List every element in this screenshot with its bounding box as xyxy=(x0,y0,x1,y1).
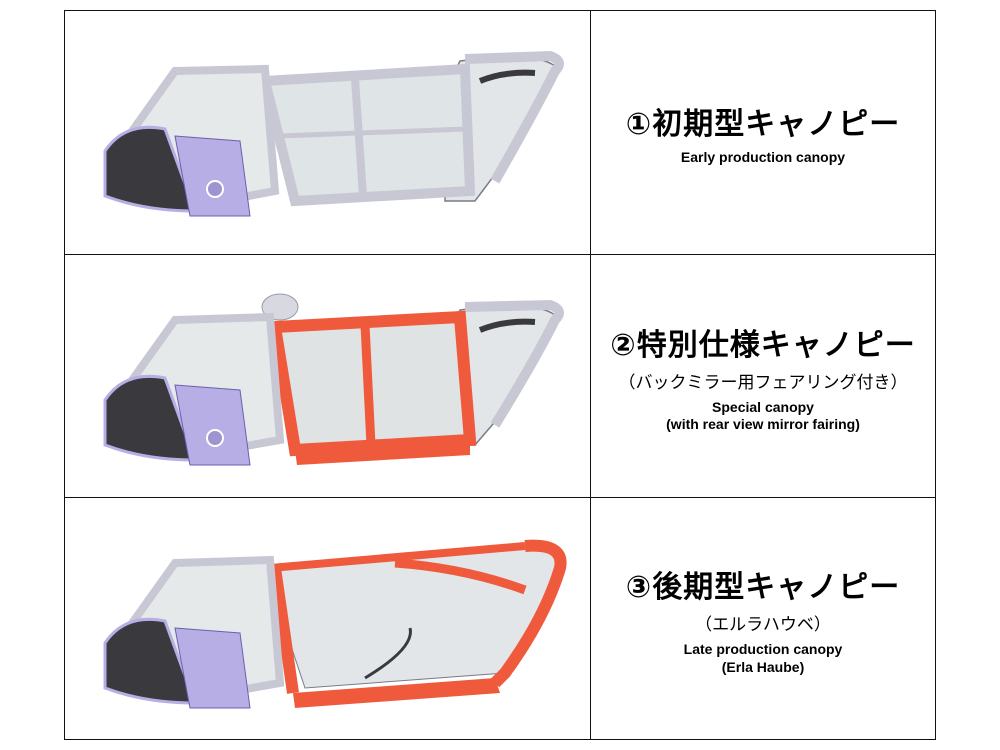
special-canopy-image xyxy=(65,255,591,498)
late-canopy-caption: ③後期型キャノピー （エルラハウベ） Late production canop… xyxy=(591,498,935,740)
special-canopy-caption: ②特別仕様キャノピー （バックミラー用フェアリング付き） Special can… xyxy=(591,255,935,498)
late-canopy-image xyxy=(65,498,591,740)
canopy-english-line1: Early production canopy xyxy=(680,148,846,165)
canopy-japanese-subtitle: （バックミラー用フェアリング付き） xyxy=(618,372,908,393)
row-special: ②特別仕様キャノピー （バックミラー用フェアリング付き） Special can… xyxy=(65,254,935,498)
canopy-english-line1: Late production canopy xyxy=(683,641,843,657)
early-canopy-caption: ①初期型キャノピー Early production canopy xyxy=(591,11,935,254)
early-canopy-image xyxy=(65,11,591,254)
canopy-comparison-table: ①初期型キャノピー Early production canopy xyxy=(64,10,936,740)
canopy-title: ③後期型キャノピー xyxy=(625,570,901,605)
canopy-title: ②特別仕様キャノピー xyxy=(610,327,916,363)
canopy-title: ①初期型キャノピー xyxy=(625,106,901,142)
canopy-english-line2: (Erla Haube) xyxy=(721,658,805,675)
row-late: ③後期型キャノピー （エルラハウベ） Late production canop… xyxy=(65,497,935,740)
canopy-english-line1: Special canopy xyxy=(712,398,814,415)
canopy-japanese-subtitle: （エルラハウベ） xyxy=(695,615,831,635)
canopy-english-line2: (with rear view mirror fairing) xyxy=(666,416,860,432)
row-early: ①初期型キャノピー Early production canopy xyxy=(65,11,935,254)
